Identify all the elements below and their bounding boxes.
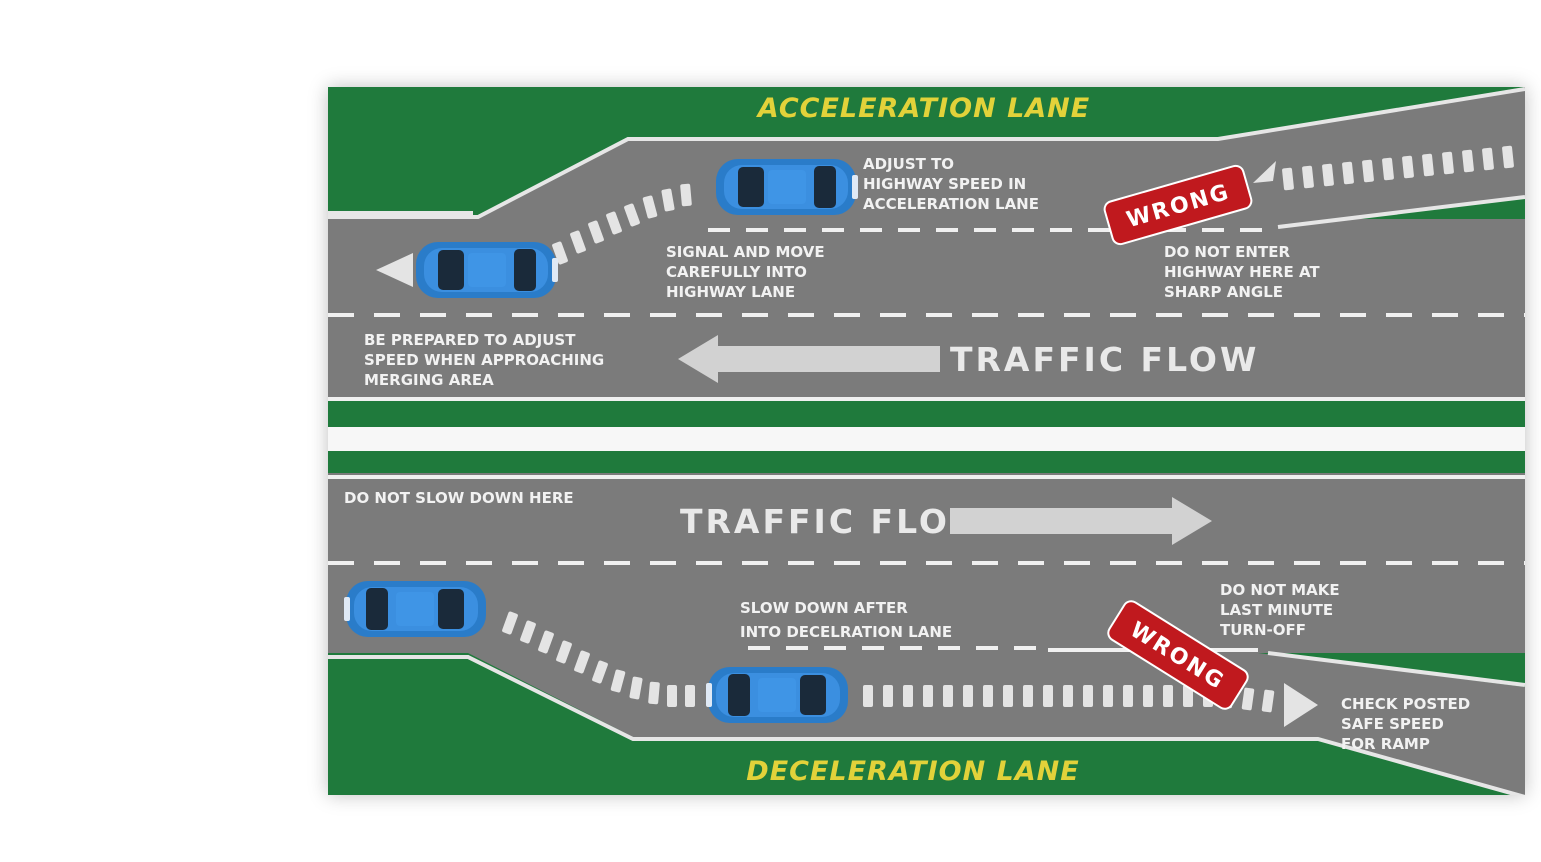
traffic-flow-label-bottom: TRAFFIC FLOW [680,502,989,541]
note-signal-move: SIGNAL AND MOVE CAREFULLY INTO HIGHWAY L… [666,243,830,301]
traffic-flow-right: TRAFFIC FLOW [680,497,1212,545]
arrow-right-icon [1284,683,1318,727]
wrong-path-chevrons-top [1253,145,1515,191]
arrow-right-icon [950,497,1212,545]
acceleration-title: ACCELERATION LANE [756,93,1090,124]
car-icon [344,581,486,637]
car-icon [706,667,848,723]
car-icon [416,242,558,298]
note-do-not-slow: DO NOT SLOW DOWN HERE [344,489,574,507]
note-last-minute: DO NOT MAKE LAST MINUTE TURN-OFF [1220,581,1345,639]
median-separator [328,427,1525,451]
arrow-left-icon [678,335,940,383]
note-slow-down: SLOW DOWN AFTER INTO DECELRATION LANE [740,599,952,641]
deceleration-title: DECELERATION LANE [746,756,1079,787]
note-do-not-enter: DO NOT ENTER HIGHWAY HERE AT SHARP ANGLE [1164,243,1325,301]
merge-lanes-diagram: ACCELERATION LANE [328,87,1526,799]
traffic-flow-label-top: TRAFFIC FLOW [950,340,1259,379]
note-check-speed: CHECK POSTED SAFE SPEED FOR RAMP [1341,695,1475,753]
note-be-prepared: BE PREPARED TO ADJUST SPEED WHEN APPROAC… [364,331,609,389]
traffic-flow-left: TRAFFIC FLOW [678,335,1259,383]
car-icon [716,159,858,215]
arrow-left-icon [1253,161,1276,183]
deceleration-section: DECELERATION LANE [328,451,1526,799]
note-adjust-speed: ADJUST TO HIGHWAY SPEED IN ACCELERATION … [863,155,1039,213]
exit-path-chevrons [863,683,1318,727]
acceleration-section: ACCELERATION LANE [328,87,1526,427]
arrow-left-icon [376,253,413,287]
